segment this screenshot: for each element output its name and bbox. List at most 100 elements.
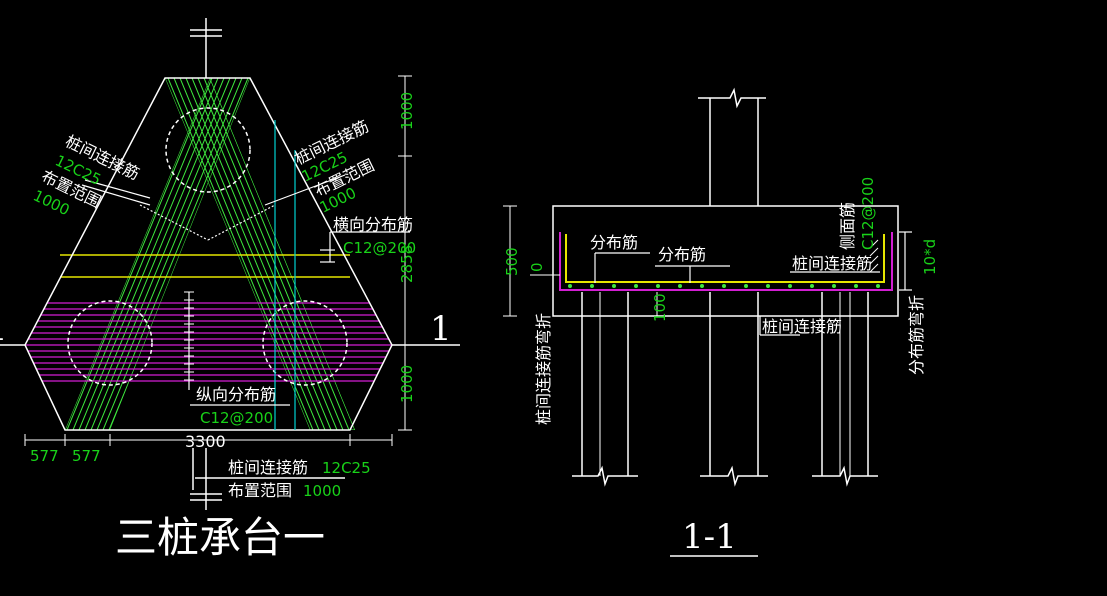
hatch-line (65, 78, 177, 430)
section-dist-label-b: 分布筋 (658, 245, 706, 264)
column-axis-top (190, 18, 222, 78)
hatch-line (126, 78, 250, 430)
rebar-dot (568, 284, 572, 288)
section-mark-left: 1 (0, 309, 8, 349)
dim-top: 1000 (398, 92, 416, 130)
section-side-bar-label: 侧面筋 (838, 202, 857, 250)
section-title: 1-1 (682, 517, 737, 557)
section-leaders (594, 231, 912, 336)
hatch-line (65, 78, 183, 430)
section-tie-label-bottom: 桩间连接筋 (762, 317, 842, 336)
section-side-bar-spec: C12@200 (859, 177, 877, 250)
section-cap-outline (552, 205, 899, 317)
hatch-line (165, 78, 272, 430)
rebar-dot (876, 284, 880, 288)
rebar-dot (744, 284, 748, 288)
hatch-line (84, 78, 231, 430)
hatch-line (96, 78, 243, 430)
longitudinal-label: 纵向分布筋 (196, 385, 276, 404)
dim-500: 500 (503, 247, 521, 276)
hatch-line (65, 78, 201, 430)
hatch-line (165, 78, 284, 430)
rebar-dot (722, 284, 726, 288)
hatch-line (165, 78, 266, 430)
dim-100: 100 (651, 293, 669, 322)
hatch-line (165, 78, 308, 430)
hatch-line (102, 78, 249, 430)
rebar-dot (700, 284, 704, 288)
hatch-line (165, 78, 296, 430)
rebar-dot (766, 284, 770, 288)
hatch-line (197, 78, 344, 430)
pile-top (165, 107, 251, 193)
section-pile-hatch (599, 292, 851, 476)
section-side-bar-hatch (869, 239, 879, 273)
section-dist-label-a: 分布筋 (590, 233, 638, 252)
bottom-range-spec: 1000 (303, 482, 341, 500)
longitudinal-spec: C12@200 (200, 409, 273, 427)
hatch-line (120, 78, 250, 430)
plan-view: 1 1 1000 2858 1000 577 577 3300 (0, 18, 460, 562)
tie-ranges (139, 204, 276, 241)
rebar-dot (788, 284, 792, 288)
hatch-line (66, 78, 213, 430)
hatch-line (132, 78, 250, 430)
hatch-line (165, 78, 278, 430)
pile-left (67, 300, 153, 386)
plan-title: 三桩承台一 (115, 513, 325, 562)
hatch-line (138, 78, 250, 430)
cyan-reference-lines (274, 120, 296, 430)
hatch-line (191, 78, 338, 430)
rebar-dot (590, 284, 594, 288)
section-left-dims (503, 205, 560, 317)
column-axis-bottom (190, 448, 345, 510)
transverse-bars (60, 254, 350, 278)
section-tie-label-top: 桩间连接筋 (792, 254, 872, 273)
section-view: 500 0 100 分布筋 分布筋 桩间连接筋 桩间连接筋 侧面筋 C12@20… (503, 87, 939, 557)
section-bottom-magenta-bar (559, 232, 893, 291)
rebar-dot (810, 284, 814, 288)
section-green-dots (568, 284, 880, 288)
hatch-line (72, 78, 219, 430)
dim-mid: 2858 (398, 245, 416, 283)
hatch-line (108, 78, 250, 430)
pile-right (262, 300, 348, 386)
pile-circles (67, 107, 348, 386)
bottom-dimension-chain (24, 434, 393, 446)
hatch-line (90, 78, 237, 430)
tie-bar-strip-b (65, 78, 250, 430)
section-mark-right: 1 (430, 309, 452, 349)
dim-0: 0 (528, 262, 546, 272)
section-left-vertical-label: 桩间连接筋弯折 (534, 313, 553, 425)
section-right-vertical-spec: 10*d (921, 239, 939, 275)
section-right-vertical-label: 分布筋弯折 (907, 295, 926, 375)
bottom-range-label: 布置范围 (228, 481, 292, 500)
hatch-line (65, 78, 189, 430)
rebar-dot (832, 284, 836, 288)
rebar-dot (634, 284, 638, 288)
rebar-dot (656, 284, 660, 288)
hatch-line (78, 78, 225, 430)
bottom-tie-spec: 12C25 (322, 459, 371, 477)
section-column (698, 87, 766, 206)
hatch-line (203, 78, 350, 430)
bottom-tie-label: 桩间连接筋 (228, 458, 308, 477)
section-yellow-bar (565, 234, 885, 283)
dim-577-a: 577 (30, 447, 59, 465)
dim-bottom: 1000 (398, 365, 416, 403)
hatch-line (179, 78, 326, 430)
transverse-spec: C12@200 (343, 239, 416, 257)
section-piles (572, 292, 878, 487)
tick-marks (184, 291, 194, 381)
hatch-line (185, 78, 332, 430)
hatch-line (165, 78, 290, 430)
rebar-dot (854, 284, 858, 288)
dim-577-b: 577 (72, 447, 101, 465)
hatch-line (167, 78, 314, 430)
hatch-line (65, 78, 207, 430)
dim-width: 3300 (185, 432, 226, 451)
rebar-dot (612, 284, 616, 288)
right-dimension-chain (398, 75, 412, 431)
hatch-line (65, 78, 171, 430)
